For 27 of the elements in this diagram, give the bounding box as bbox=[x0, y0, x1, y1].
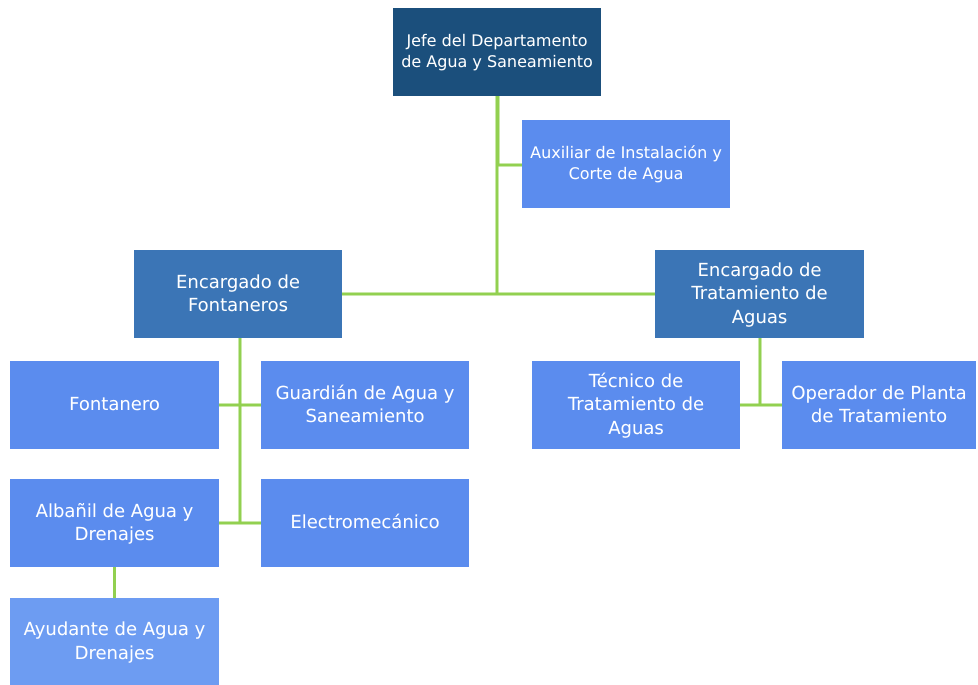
role-title: Operador de Planta de Tratamiento bbox=[790, 382, 968, 428]
org-box bbox=[261, 479, 469, 567]
org-box bbox=[655, 250, 864, 338]
org-box bbox=[522, 120, 730, 208]
org-box bbox=[134, 250, 342, 338]
org-box bbox=[10, 598, 219, 685]
role-title: Auxiliar de Instalación y Corte de Agua bbox=[530, 143, 722, 185]
role-title: Guardián de Agua y Saneamiento bbox=[274, 382, 456, 428]
connector-line bbox=[238, 338, 261, 524]
role-title: Encargado de Tratamiento de Aguas bbox=[690, 258, 829, 330]
org-box bbox=[261, 361, 469, 449]
role-title: Ayudante de Agua y Drenajes bbox=[22, 618, 206, 665]
org-box bbox=[532, 361, 740, 449]
role-title: Técnico de Tratamiento de Aguas bbox=[566, 370, 706, 440]
connector-line bbox=[113, 567, 116, 598]
role-title: Electromecánico bbox=[290, 511, 440, 535]
role-title: Jefe del Departamento de Agua y Saneamiento bbox=[401, 31, 593, 73]
org-box bbox=[10, 479, 219, 567]
connector-line bbox=[496, 96, 655, 296]
role-title: Fontanero bbox=[69, 393, 160, 417]
org-box bbox=[393, 8, 601, 96]
role-title: Albañil de Agua y Drenajes bbox=[34, 500, 194, 546]
connector-line bbox=[496, 96, 522, 166]
connector-line bbox=[758, 338, 782, 406]
org-box bbox=[782, 361, 976, 449]
role-title: Encargado de Fontaneros bbox=[175, 270, 301, 318]
org-box bbox=[10, 361, 219, 449]
